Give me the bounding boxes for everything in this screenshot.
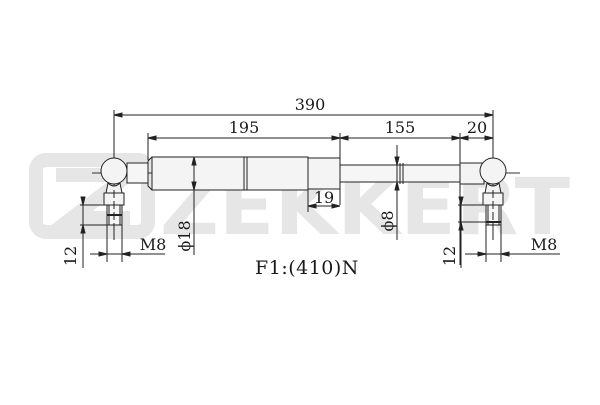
left-thread-dimensions — [80, 196, 165, 268]
cylinder-body — [126, 156, 341, 191]
left-ball-joint — [100, 157, 128, 240]
dim-155-label: 155 — [385, 118, 416, 137]
dim-390-label: 390 — [295, 95, 326, 114]
right-thread-dimensions — [458, 196, 560, 268]
dim-phi18-label: ϕ18 — [175, 220, 194, 251]
dim-195-label: 195 — [229, 118, 260, 137]
right-thread-m8-label: M8 — [531, 235, 558, 254]
piston-rod — [339, 162, 485, 185]
dim-right-12-label: 12 — [440, 246, 459, 266]
dim-20-label: 20 — [467, 118, 487, 137]
force-rating: F1:(410)N — [0, 257, 600, 279]
rod-diameter-dimension — [394, 145, 400, 240]
dim-left-12-label: 12 — [61, 246, 80, 266]
body-diameter-dimension — [191, 156, 197, 255]
dim-19-label: 19 — [314, 188, 334, 207]
right-ball-joint — [479, 157, 507, 240]
dimension-overall — [113, 110, 494, 240]
end-section-dimension — [307, 190, 341, 212]
left-thread-m8-label: M8 — [140, 235, 167, 254]
dim-phi8-label: ϕ8 — [378, 210, 397, 231]
force-label: F1:(410)N — [255, 257, 359, 279]
